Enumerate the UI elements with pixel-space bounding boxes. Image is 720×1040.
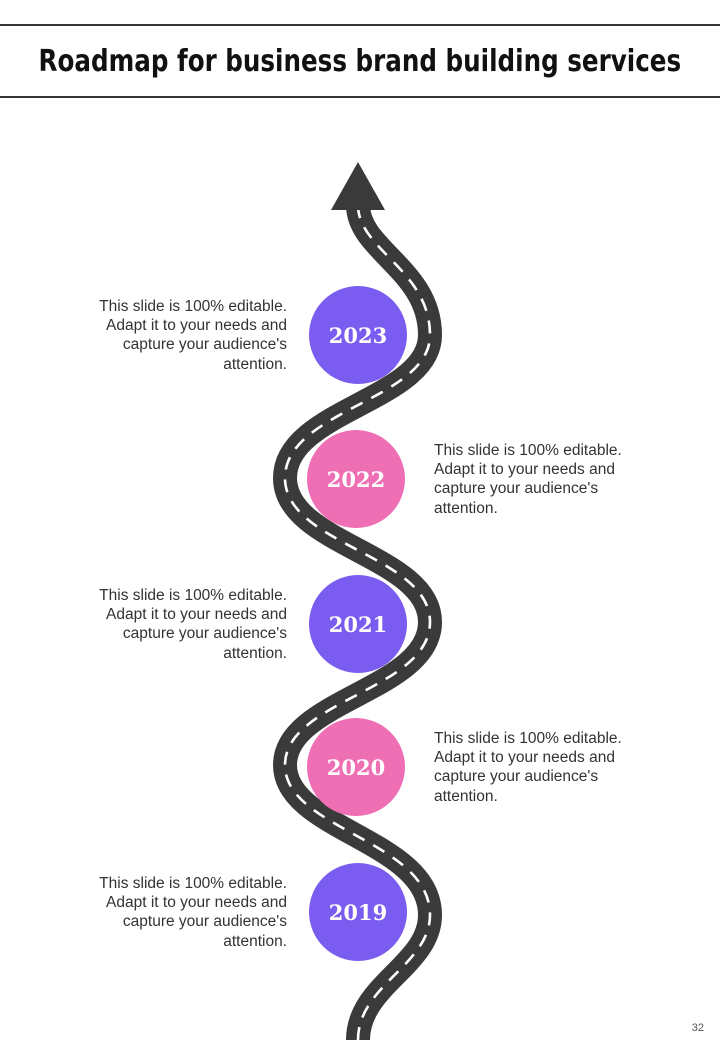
page-number: 32: [691, 1022, 704, 1034]
road-lane-dashes: [283, 204, 432, 1040]
milestone-2021-circle: 2021: [309, 575, 407, 673]
page-title: Roadmap for business brand building serv…: [38, 43, 682, 79]
milestone-2020-description: This slide is 100% editable. Adapt it to…: [434, 730, 622, 805]
milestone-2019-circle: 2019: [309, 863, 407, 961]
milestone-year: 2023: [328, 322, 388, 348]
milestone-2022-description: This slide is 100% editable. Adapt it to…: [434, 442, 622, 517]
milestone-2023-description: This slide is 100% editable. Adapt it to…: [99, 298, 287, 373]
arrow-up-icon: [331, 162, 385, 210]
title-bar: Roadmap for business brand building serv…: [0, 24, 720, 98]
milestone-2022-circle: 2022: [307, 430, 405, 528]
milestone-2020-circle: 2020: [307, 718, 405, 816]
milestone-2019-description: This slide is 100% editable. Adapt it to…: [99, 875, 287, 950]
milestone-2023-circle: 2023: [309, 286, 407, 384]
milestone-year: 2020: [326, 754, 386, 780]
milestone-year: 2021: [328, 611, 388, 637]
milestone-2021-description: This slide is 100% editable. Adapt it to…: [99, 587, 287, 662]
milestone-year: 2022: [326, 466, 386, 492]
milestone-year: 2019: [328, 899, 388, 925]
